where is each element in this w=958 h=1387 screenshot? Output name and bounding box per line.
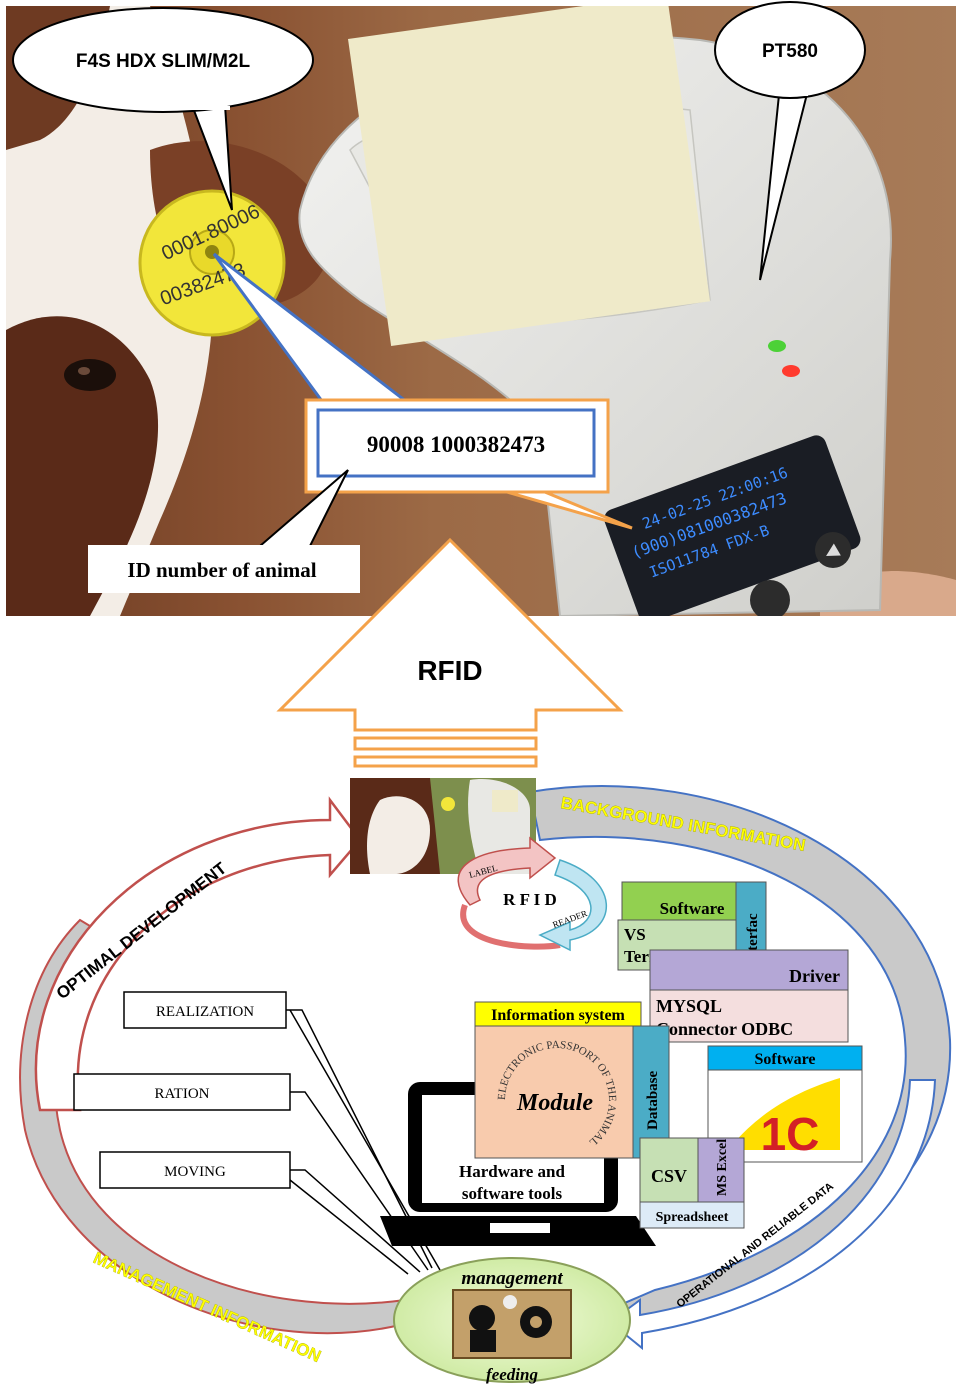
ration-box xyxy=(73,1073,291,1111)
led-red-icon xyxy=(782,365,800,377)
arrow-right-icon xyxy=(826,543,841,556)
arrow-stripe-2 xyxy=(353,755,538,768)
left-action-boxes: REALIZATION RATION MOVING xyxy=(73,991,441,1275)
rfid-up-arrow: RFID xyxy=(276,537,624,768)
software-vs-terminal-box: Software VS Terminal Interfac xyxy=(617,881,767,971)
cow-face-brown-patch xyxy=(6,316,159,616)
software-1c-title: Software xyxy=(754,1051,815,1068)
rfid-loop-center-text: R F I D xyxy=(503,890,557,909)
information-system-box: Information system ELECTRONIC PASSPORT O… xyxy=(474,1001,670,1159)
ms-excel-label: MS Excel xyxy=(715,1139,730,1196)
laptop-text-line-1: Hardware and xyxy=(459,1162,565,1181)
feeding-label: feeding xyxy=(486,1365,538,1384)
information-system-title: Information system xyxy=(491,1007,625,1024)
reader-scan-button xyxy=(750,580,790,616)
software-box-line-1: VS xyxy=(624,925,646,944)
spreadsheet-label: Spreadsheet xyxy=(656,1210,729,1225)
moving-label: MOVING xyxy=(164,1164,226,1180)
management-label: management xyxy=(461,1268,563,1289)
id-number-box: 90008 1000382473 xyxy=(304,398,610,494)
rfid-arrow-label: RFID xyxy=(417,655,482,686)
driver-box-title: Driver xyxy=(789,966,840,986)
led-green-icon xyxy=(768,340,786,352)
spreadsheet-box: CSV MS Excel Spreadsheet xyxy=(639,1137,745,1229)
cow-eye xyxy=(64,359,116,391)
person-icon xyxy=(469,1305,495,1331)
driver-box: Driver MYSQL Connector ODBC xyxy=(649,949,849,1043)
reader-model-label: PT580 xyxy=(762,41,818,62)
tag-model-label: F4S HDX SLIM/M2L xyxy=(76,51,251,72)
id-caption-box: ID number of animal xyxy=(88,545,360,593)
csv-label: CSV xyxy=(651,1166,687,1186)
laptop-text-line-2: software tools xyxy=(462,1184,563,1203)
ration-label: RATION xyxy=(155,1086,210,1102)
realization-label: REALIZATION xyxy=(156,1004,254,1020)
arrow-stripe-1 xyxy=(353,736,538,751)
callout-tag: F4S HDX SLIM/M2L xyxy=(12,7,314,211)
moving-box xyxy=(99,1151,291,1189)
reader-screen: 24-02-25 22:00:16 (900)081000382473 ISO1… xyxy=(604,435,861,616)
module-label: Module xyxy=(516,1090,593,1116)
realization-box xyxy=(123,991,287,1029)
software-1c-box: Software 1С xyxy=(707,1045,863,1163)
id-caption-text: ID number of animal xyxy=(127,558,316,582)
logo-1c-icon: 1С xyxy=(761,1108,820,1160)
management-ellipse: management feeding xyxy=(393,1257,631,1384)
driver-box-line-2: Connector ODBC xyxy=(656,1019,793,1039)
small-gear-icon xyxy=(503,1295,517,1309)
reader-label-sticker xyxy=(348,6,711,347)
software-box-title: Software xyxy=(660,899,725,918)
id-number-text: 90008 1000382473 xyxy=(367,432,545,457)
database-side-label: Database xyxy=(645,1070,661,1130)
driver-box-line-1: MYSQL xyxy=(656,996,722,1016)
callout-reader: PT580 xyxy=(714,1,866,281)
optimal-development-arrow: OPTIMAL DEVELOPMENT xyxy=(34,796,362,1112)
